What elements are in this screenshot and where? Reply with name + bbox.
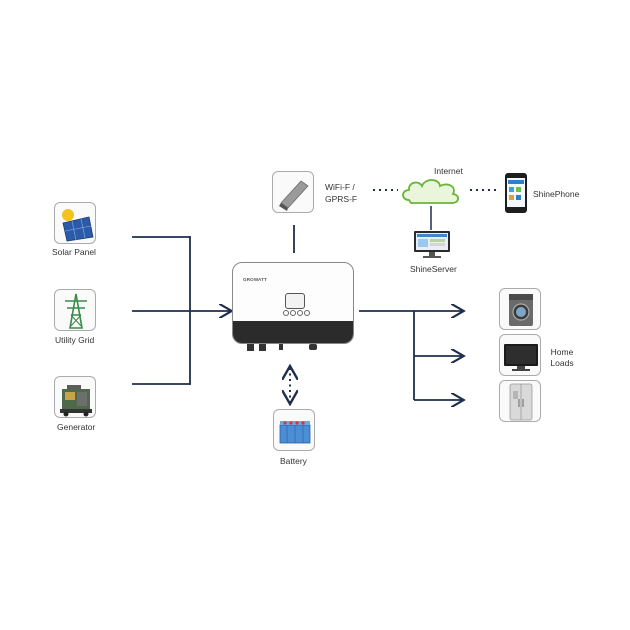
washing-machine-icon — [509, 294, 533, 326]
washing-machine-box — [499, 288, 541, 330]
refrigerator-box — [499, 380, 541, 422]
inverter-led-2 — [290, 310, 296, 316]
utility-grid-box — [54, 289, 96, 331]
refrigerator-icon — [509, 383, 533, 421]
shine-phone-label: ShinePhone — [533, 189, 580, 199]
home-loads-label-line2: Loads — [550, 358, 574, 368]
wifi-module-box — [272, 171, 314, 213]
generator-icon — [60, 385, 92, 417]
solar-panel-label: Solar Panel — [52, 247, 96, 257]
generator-box — [54, 376, 96, 418]
inverter-led-3 — [297, 310, 303, 316]
smartphone-icon — [505, 173, 527, 213]
cloud-icon — [402, 179, 459, 204]
battery-icon — [279, 421, 311, 444]
solar-panel-box — [54, 202, 96, 244]
monitor-icon — [414, 231, 450, 258]
generator-label: Generator — [57, 422, 96, 432]
television-icon — [504, 344, 538, 371]
wifi-label-line1: WiFi-F / — [325, 182, 355, 192]
inverter-base-panel — [233, 321, 353, 343]
shine-server-label: ShineServer — [410, 264, 457, 274]
inverter: GROWATT — [232, 262, 354, 344]
utility-grid-icon — [65, 293, 87, 329]
battery-box — [273, 409, 315, 451]
inverter-display — [285, 293, 305, 309]
television-box — [499, 334, 541, 376]
inverter-terminals — [247, 344, 327, 352]
home-loads-label-line1: Home — [550, 347, 574, 357]
inverter-brand: GROWATT — [243, 277, 268, 282]
inverter-led-1 — [283, 310, 289, 316]
inverter-led-4 — [304, 310, 310, 316]
solar-panel-icon — [62, 209, 94, 242]
internet-label: Internet — [434, 166, 463, 176]
wifi-dongle-icon — [279, 180, 309, 211]
utility-grid-label: Utility Grid — [55, 335, 95, 345]
battery-label: Battery — [280, 456, 307, 466]
wifi-label-line2: GPRS-F — [325, 194, 358, 204]
